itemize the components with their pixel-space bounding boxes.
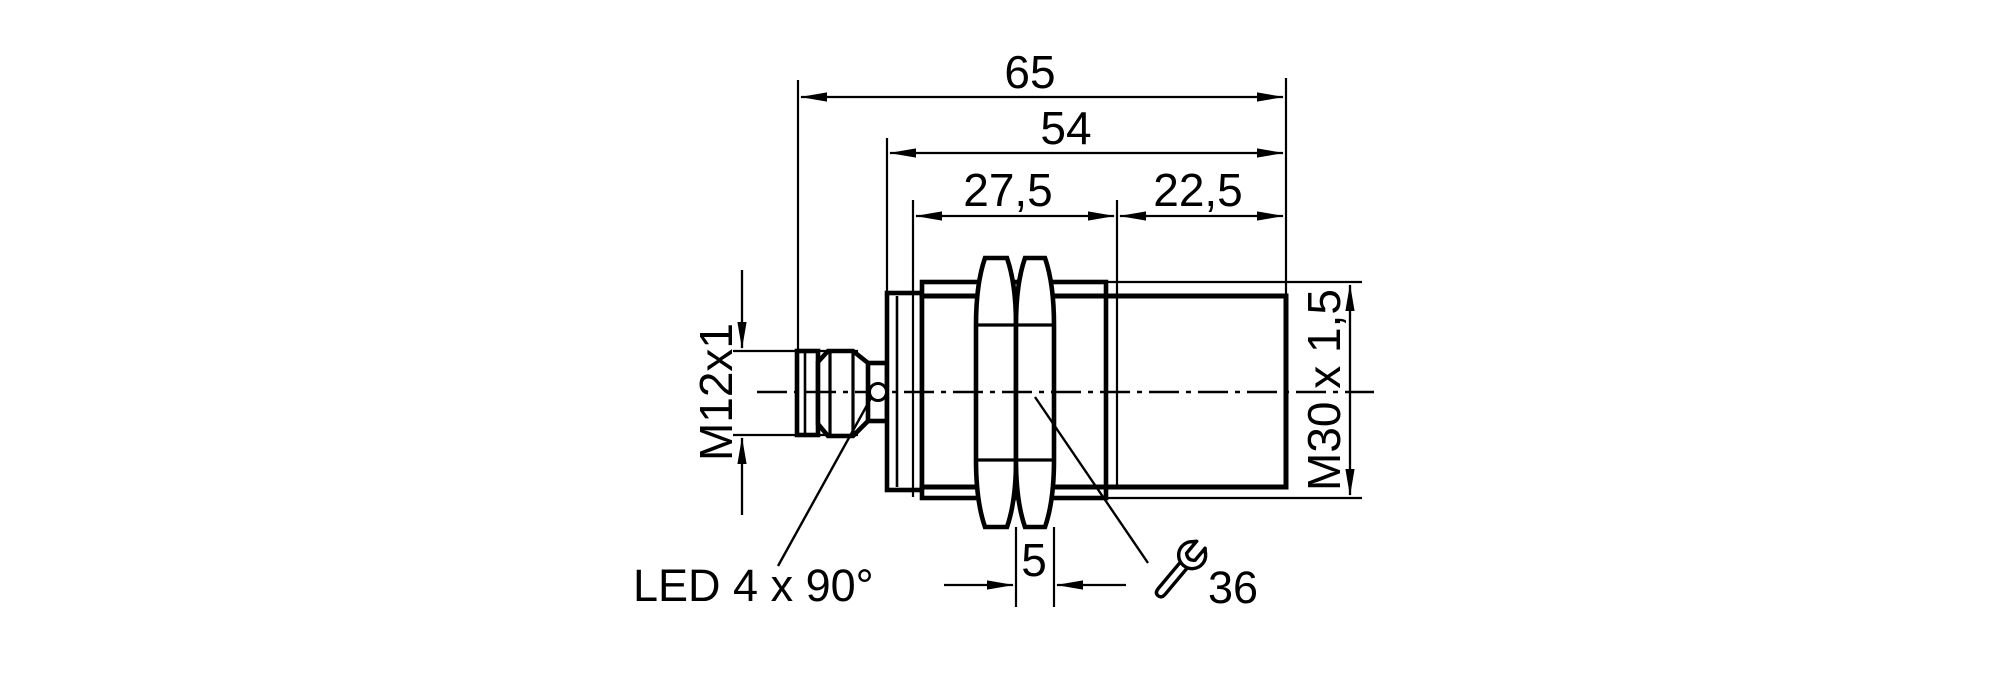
- dimension-m30-thread: M30 x 1,5: [1298, 284, 1355, 496]
- dimension-overall-length: 65: [800, 46, 1284, 102]
- connector-hex: [815, 348, 871, 439]
- dimension-lines: 65 54 27,5 22,5 M30 x 1,5 M12x1 5: [690, 46, 1355, 590]
- led-leader-line: [776, 397, 873, 567]
- dimension-housing-length: 54: [889, 102, 1284, 158]
- dim-label-m12-thread: M12x1: [690, 323, 742, 461]
- extension-lines: [733, 78, 1362, 607]
- led-callout: LED 4 x 90°: [633, 382, 888, 611]
- front-head: [1104, 280, 1289, 500]
- dimension-m12-thread: M12x1: [690, 270, 747, 515]
- dimension-thread-length: 27,5: [915, 164, 1115, 221]
- wrench-callout: 36: [1034, 396, 1258, 613]
- led-indicator: [868, 382, 888, 402]
- dim-label-thread-length: 27,5: [963, 164, 1053, 216]
- wrench-size-label: 36: [1208, 562, 1258, 613]
- dim-label-housing-length: 54: [1040, 102, 1091, 154]
- dimension-head-length: 22,5: [1119, 164, 1284, 221]
- lock-nuts: [973, 255, 1057, 530]
- dim-label-head-length: 22,5: [1153, 164, 1243, 216]
- led-label: LED 4 x 90°: [633, 560, 874, 611]
- dim-label-m30-thread: M30 x 1,5: [1298, 289, 1350, 491]
- dim-label-nut-thickness: 5: [1021, 534, 1047, 586]
- wrench-leader-line: [1034, 396, 1149, 564]
- wrench-icon: [1154, 536, 1210, 599]
- dim-label-overall-length: 65: [1004, 46, 1055, 98]
- dimension-nut-thickness: 5: [944, 534, 1126, 590]
